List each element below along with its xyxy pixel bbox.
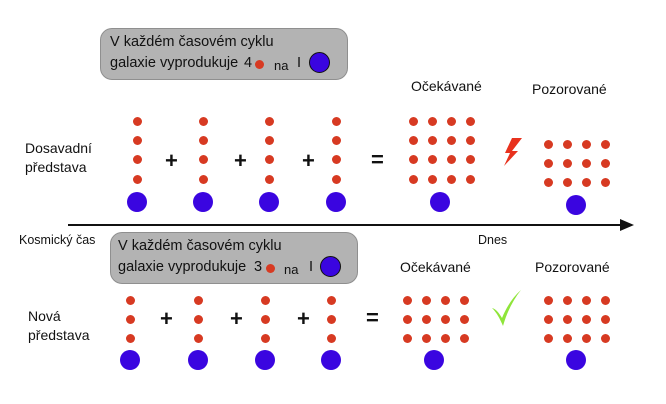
bottom-plus-2: + [230,306,243,331]
bottom-info-na: na [284,262,299,277]
top-info-line2: galaxie vyprodukuje [110,55,239,71]
top-info-box [100,28,348,80]
top-info-blue-ball [309,52,330,73]
top-plus-1: + [165,148,178,173]
bottom-info-line1: V každém časovém cyklu [118,238,282,254]
time-axis-arrowhead [620,219,634,231]
bottom-info-line2: galaxie vyprodukuje [118,259,247,275]
top-plus-3: + [302,148,315,173]
bottom-label: Nová představa [28,308,90,343]
bottom-plus-3: + [297,306,310,331]
lightning-icon [504,138,522,166]
bottom-info-count: 3 [254,259,263,275]
bottom-equals: = [366,305,379,330]
top-expected-label: Očekávané [411,78,482,94]
bottom-info-one: I [309,259,314,275]
axis-label-cosmic-time: Kosmický čas [19,233,96,247]
top-observed-label: Pozorované [532,81,607,97]
top-info-na: na [274,58,289,73]
axis-label-today: Dnes [478,233,508,247]
bottom-plus-1: + [160,306,173,331]
top-plus-2: + [234,148,247,173]
bottom-expected-label: Očekávané [400,259,471,275]
top-label: Dosavadní představa [25,140,92,175]
checkmark-icon [492,290,521,326]
bottom-info-blue-ball [320,256,341,277]
bottom-info-red-dot [266,264,275,273]
top-equals: = [371,147,384,172]
bottom-info-box [110,232,358,284]
bottom-observed-label: Pozorované [535,259,610,275]
top-info-one: I [297,55,302,71]
top-info-line1: V každém časovém cyklu [110,34,274,50]
top-info-red-dot [255,60,264,69]
top-info-count: 4 [244,55,253,71]
